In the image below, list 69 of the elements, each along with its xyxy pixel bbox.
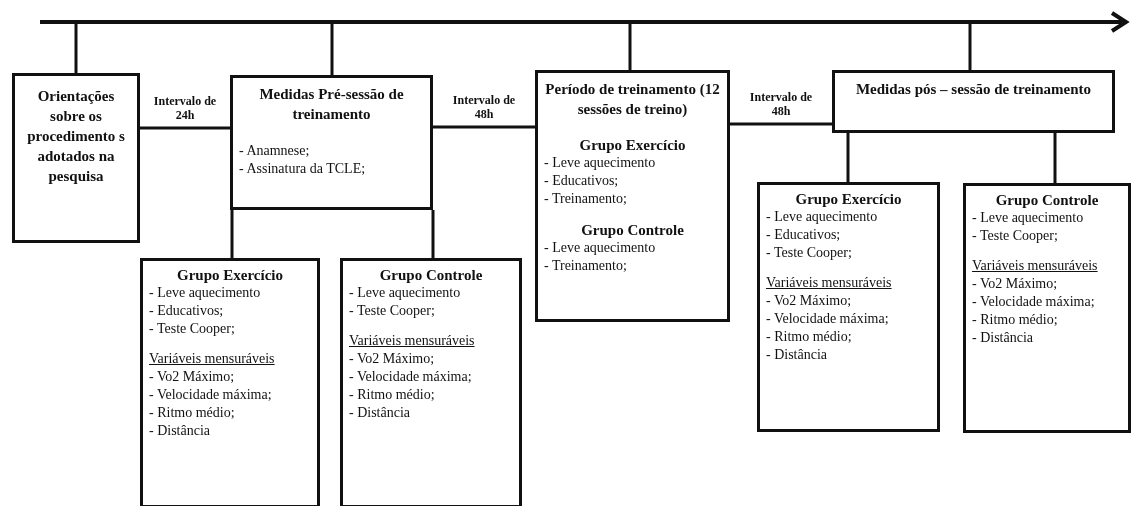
list-item: - Ritmo médio; [766, 328, 853, 346]
stage-box [757, 182, 940, 432]
list-item: - Velocidade máxima; [149, 386, 273, 404]
stage-box [340, 258, 522, 506]
list-item: - Vo2 Máximo; [349, 350, 436, 368]
list-item: - Distância [349, 404, 412, 422]
list-item: - Ritmo médio; [349, 386, 436, 404]
list-item: - Leve aquecimento [349, 284, 462, 302]
stage-box [12, 73, 140, 243]
step-title: Medidas Pré-sessão de treinamento [258, 85, 405, 124]
box-title: Período de treinamento (12 sessões de treino) [544, 80, 721, 119]
edge-label: Intervalo de 48h [749, 90, 813, 118]
list-item: - Leve aquecimento [972, 209, 1085, 227]
box-title: Grupo Controle [378, 267, 484, 284]
stage-box [230, 75, 433, 210]
list-item: - Educativos; [766, 226, 842, 244]
stage-box [140, 258, 320, 506]
list-item: - Distância [766, 346, 829, 364]
list-item: - Distância [972, 329, 1035, 347]
list-item: - Leve aquecimento [149, 284, 262, 302]
list-item: - Velocidade máxima; [972, 293, 1096, 311]
list-item: - Ritmo médio; [149, 404, 236, 422]
edge-label: Intervalo de 48h [452, 93, 516, 121]
list-item: - Anamnese; [239, 142, 311, 160]
connector-line [140, 126, 230, 130]
connector-line [1053, 133, 1057, 183]
list-item: - Educativos; [544, 172, 620, 190]
list-item: - Assinatura da TCLE; [239, 160, 367, 178]
list-item: - Leve aquecimento [544, 239, 657, 257]
step-title: Orientações sobre os procedimento s adotados na pesquisa [26, 87, 126, 186]
list-item: - Vo2 Máximo; [149, 368, 236, 386]
list-item: - Teste Cooper; [972, 227, 1059, 245]
connector-line [433, 125, 535, 129]
list-item: - Distância [149, 422, 212, 440]
list-item: - Ritmo médio; [972, 311, 1059, 329]
group-heading: Grupo Exercício [578, 137, 687, 154]
section-heading: Variáveis mensuráveis [972, 257, 1098, 275]
connector-line [968, 24, 972, 70]
connector-line [230, 210, 234, 258]
group-heading: Grupo Controle [580, 222, 685, 239]
list-item: - Vo2 Máximo; [766, 292, 853, 310]
box-title: Grupo Exercício [176, 267, 284, 284]
connector-line [74, 24, 78, 73]
list-item: - Velocidade máxima; [349, 368, 473, 386]
list-item: - Leve aquecimento [766, 208, 879, 226]
section-heading: Variáveis mensuráveis [766, 274, 892, 292]
stage-box [832, 70, 1115, 133]
list-item: - Leve aquecimento [544, 154, 657, 172]
connector-line [628, 24, 632, 70]
box-title: Grupo Controle [994, 192, 1100, 209]
list-item: - Teste Cooper; [349, 302, 436, 320]
edge-label: Intervalo de 24h [153, 94, 217, 122]
box-title: Grupo Exercício [794, 191, 903, 208]
stage-box [963, 183, 1131, 433]
section-heading: Variáveis mensuráveis [149, 350, 275, 368]
list-item: - Vo2 Máximo; [972, 275, 1059, 293]
section-heading: Variáveis mensuráveis [349, 332, 475, 350]
list-item: - Treinamento; [544, 257, 628, 275]
connector-line [431, 210, 435, 258]
connector-line [846, 133, 850, 182]
list-item: - Velocidade máxima; [766, 310, 890, 328]
connector-line [330, 24, 334, 75]
connector-line [730, 122, 832, 126]
stage-box [535, 70, 730, 322]
list-item: - Educativos; [149, 302, 225, 320]
list-item: - Treinamento; [544, 190, 628, 208]
list-item: - Teste Cooper; [766, 244, 853, 262]
list-item: - Teste Cooper; [149, 320, 236, 338]
step-title: Medidas pós – sessão de treinamento [854, 80, 1093, 99]
